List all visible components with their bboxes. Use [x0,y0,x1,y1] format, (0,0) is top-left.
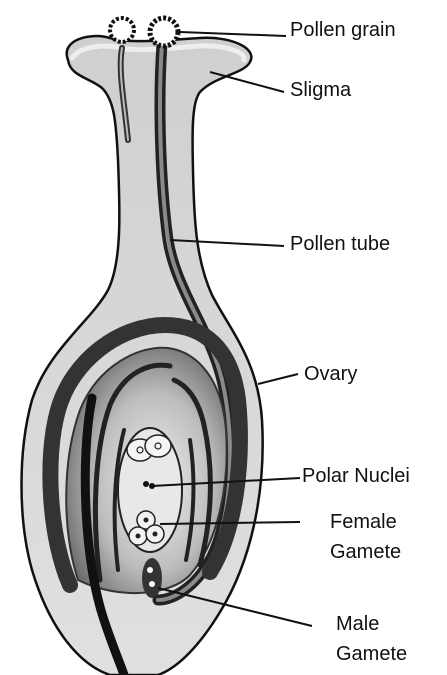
leader-pollen-grain [180,32,286,36]
label-pollen-grain: Pollen grain [290,18,396,42]
label-female-gamete-line2: Gamete [330,540,401,564]
label-polar-nuclei: Polar Nuclei [302,464,410,488]
label-female-gamete-line1: Female [330,510,397,534]
label-male-gamete-line1: Male [336,612,379,636]
pollen-grain-right [150,18,178,46]
label-pollen-tube: Pollen tube [290,232,390,256]
label-stigma: Sligma [290,78,351,102]
leader-ovary [258,374,298,384]
label-ovary: Ovary [304,362,357,386]
pollen-grain-left [110,18,134,42]
label-male-gamete-line2: Gamete [336,642,407,666]
leader-stigma [210,72,284,92]
male-gametes [142,558,162,598]
